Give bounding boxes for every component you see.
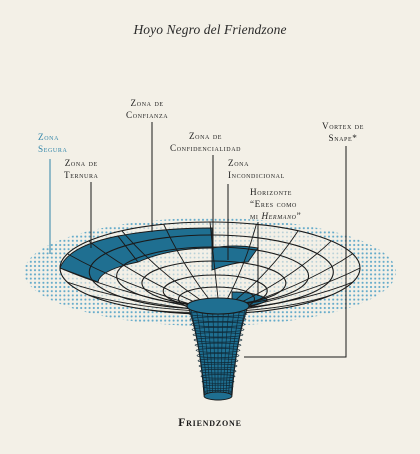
- label-zona-confidencialidad: Zona de Confidencialidad: [170, 131, 242, 153]
- funnel-line: [225, 307, 235, 397]
- vortex-spoke: [121, 230, 201, 300]
- label-horizonte-emphasis: Hermano: [261, 211, 297, 221]
- friendzone-label: Friendzone: [178, 417, 242, 429]
- funnel-line: [190, 307, 206, 397]
- vortex-spoke: [60, 267, 188, 307]
- funnel-line: [228, 307, 241, 397]
- label-zona-incondicional: Zona Incondicional: [228, 158, 285, 180]
- vortex-spoke: [88, 240, 194, 302]
- funnel-grid: [188, 307, 248, 397]
- vortex-spoke: [227, 224, 257, 299]
- vortex-spoke: [67, 253, 189, 304]
- vortex-spoke: [247, 281, 353, 309]
- funnel-line: [212, 307, 216, 397]
- leader-vortex: [244, 146, 347, 358]
- funnel-line: [206, 307, 214, 397]
- vortex-spoke: [88, 294, 193, 312]
- vortex-spoke: [67, 281, 189, 309]
- vortex-spoke: [163, 224, 209, 299]
- label-zona-segura: Zona Segura: [38, 132, 68, 154]
- vortex-spoke: [209, 222, 219, 299]
- leader-lines: [49, 122, 347, 358]
- funnel-line: [201, 307, 211, 397]
- vortex-spoke: [243, 294, 332, 312]
- label-zona-ternura: Zona de Ternura: [64, 158, 99, 180]
- vortex-spoke: [235, 230, 299, 300]
- diagram-title: Hoyo Negro del Friendzone: [133, 22, 287, 37]
- vortex-spoke: [248, 267, 360, 307]
- funnel-line: [195, 307, 208, 397]
- funnel-line: [220, 307, 224, 397]
- funnel-line: [222, 307, 230, 397]
- label-vortex-snape: Vortex de Snape*: [322, 121, 364, 143]
- label-zona-confianza: Zona de Confianza: [126, 98, 169, 120]
- label-horizonte: Horizonte “Eres como mi Hermano”: [250, 187, 302, 221]
- vortex-spoke: [247, 253, 353, 304]
- funnel-line: [230, 307, 246, 397]
- vortex-spoke: [242, 240, 332, 302]
- funnel-mouth: [186, 297, 250, 315]
